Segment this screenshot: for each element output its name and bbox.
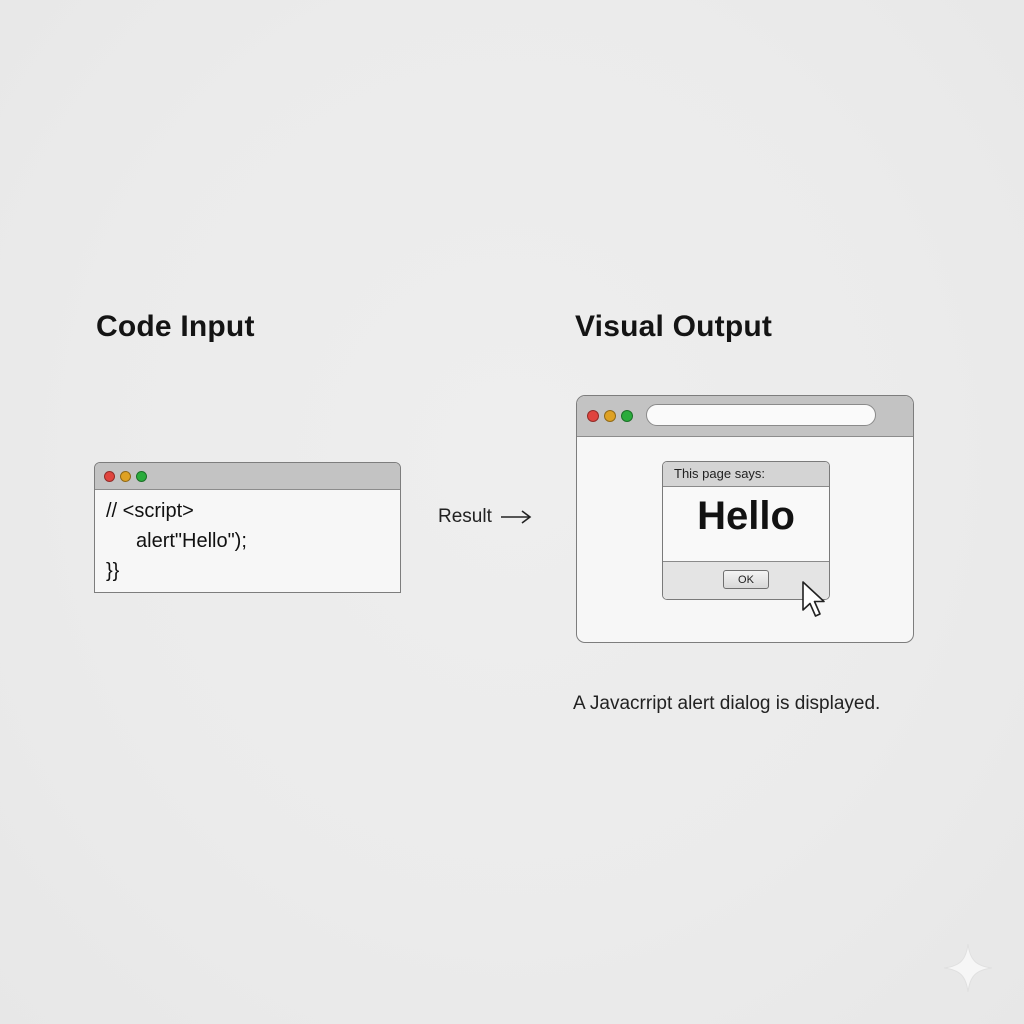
- code-line-1: // <script>: [106, 500, 194, 522]
- maximize-dot-icon[interactable]: [136, 471, 147, 482]
- maximize-dot-icon[interactable]: [621, 410, 633, 422]
- sparkle-icon: [943, 943, 993, 993]
- minimize-dot-icon[interactable]: [604, 410, 616, 422]
- code-line-3: }}: [106, 560, 120, 582]
- caption: A Javacrript alert dialog is displayed.: [573, 693, 881, 714]
- alert-dialog-header: This page says:: [663, 462, 829, 487]
- result-indicator: Result: [438, 506, 532, 528]
- mouse-pointer-icon: [802, 581, 825, 617]
- code-input-heading: Code Input: [96, 310, 255, 343]
- code-line-2: alert"Hello");: [136, 530, 247, 552]
- right-arrow-icon: [500, 510, 532, 524]
- visual-output-heading: Visual Output: [575, 310, 773, 343]
- browser-window: This page says: Hello OK: [576, 395, 914, 643]
- ok-button[interactable]: OK: [723, 570, 769, 589]
- address-bar[interactable]: [646, 404, 876, 426]
- alert-dialog: This page says: Hello OK: [662, 461, 830, 600]
- alert-message: Hello: [697, 494, 795, 538]
- close-dot-icon[interactable]: [587, 410, 599, 422]
- browser-titlebar: [577, 396, 913, 437]
- code-editor-titlebar: [95, 463, 400, 490]
- result-label: Result: [438, 506, 492, 527]
- close-dot-icon[interactable]: [104, 471, 115, 482]
- code-editor-window: // <script> alert"Hello"); }}: [94, 462, 401, 593]
- minimize-dot-icon[interactable]: [120, 471, 131, 482]
- alert-dialog-footer: OK: [663, 561, 829, 599]
